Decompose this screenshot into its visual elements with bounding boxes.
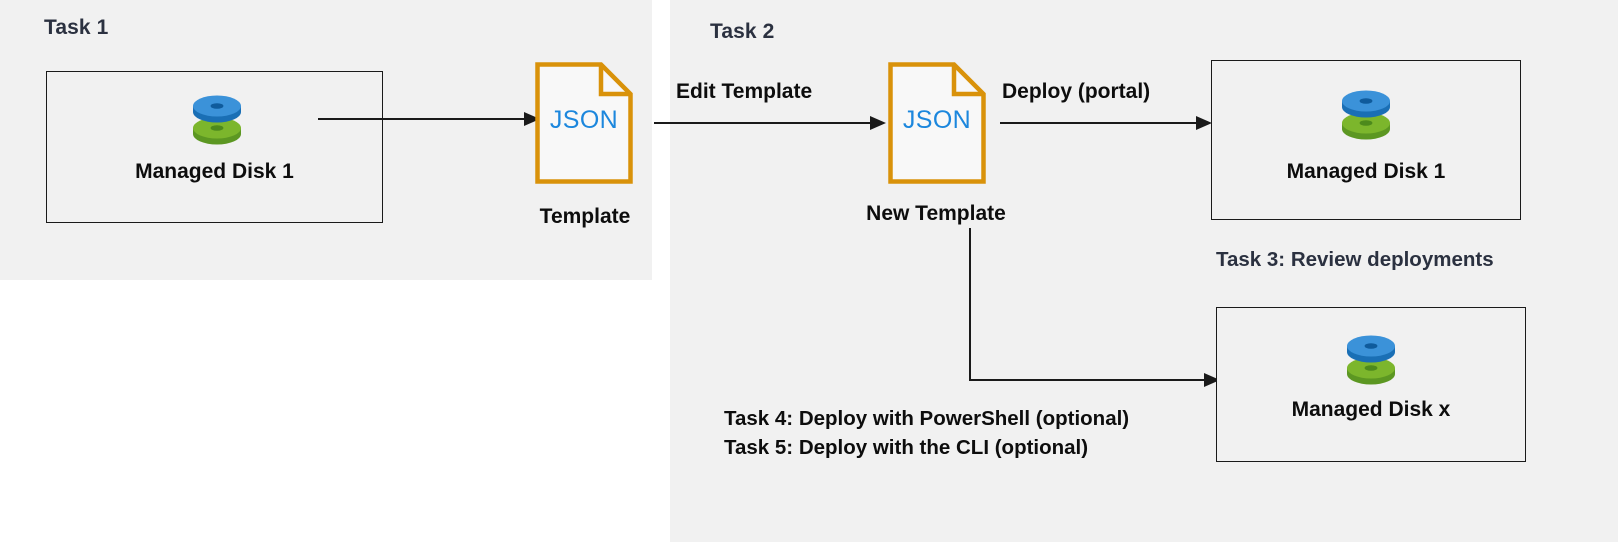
deploy-portal-connector xyxy=(1000,116,1212,130)
task1-title: Task 1 xyxy=(44,16,109,39)
edit-template-connector xyxy=(654,116,886,130)
json-doc-text: JSON xyxy=(902,106,972,134)
json-document-icon[interactable]: JSON xyxy=(535,62,633,184)
managed-disk-1-deployed-box[interactable] xyxy=(1211,60,1521,220)
managed-disk-1-deployed-label: Managed Disk 1 xyxy=(1286,160,1446,183)
task2-title: Task 2 xyxy=(710,20,775,43)
edit-template-label: Edit Template xyxy=(676,80,813,103)
managed-disk-icon xyxy=(1340,330,1402,388)
task5-note: Task 5: Deploy with the CLI (optional) xyxy=(724,436,1089,459)
managed-disk-icon xyxy=(1335,85,1397,143)
json-document-icon[interactable]: JSON xyxy=(888,62,986,184)
optional-tasks-note: Task 4: Deploy with PowerShell (optional… xyxy=(724,404,1129,462)
managed-disk-1-source-label: Managed Disk 1 xyxy=(135,160,294,183)
deploy-scripted-connector xyxy=(969,228,1220,387)
export-template-connector xyxy=(318,112,540,126)
managed-disk-icon xyxy=(186,90,248,148)
deploy-portal-label: Deploy (portal) xyxy=(1002,80,1151,103)
task3-note: Task 3: Review deployments xyxy=(1216,248,1494,271)
template-caption: Template xyxy=(539,205,631,228)
managed-disk-x-label: Managed Disk x xyxy=(1291,398,1451,421)
task4-note: Task 4: Deploy with PowerShell (optional… xyxy=(724,407,1130,430)
new-template-caption: New Template xyxy=(866,202,1006,225)
json-doc-text: JSON xyxy=(549,106,619,134)
